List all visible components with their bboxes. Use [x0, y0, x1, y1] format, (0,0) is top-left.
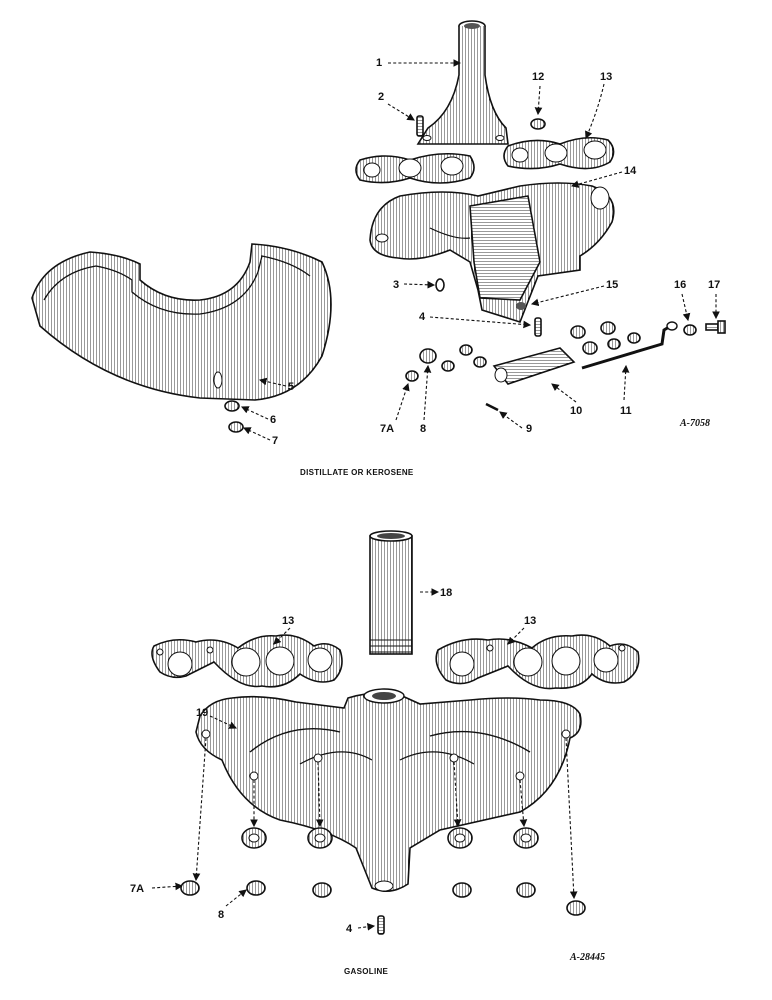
- gasket-left-part: [355, 152, 475, 184]
- heat-shield-part: [31, 243, 332, 401]
- kerosene-leader-lines: [241, 59, 720, 441]
- callout-3: 3: [393, 279, 399, 291]
- callout-15: 15: [606, 279, 618, 291]
- callout-7: 7: [272, 435, 278, 447]
- nut-small-part: [228, 421, 244, 433]
- callout-4-lower: 4: [346, 923, 353, 935]
- nuts-group: [405, 321, 697, 382]
- gasoline-assembly: 18 13 13 19 7A 8 4 A-28445 GASOLINE: [130, 530, 640, 976]
- callout-13: 13: [600, 71, 612, 83]
- callout-13-left: 13: [282, 615, 294, 627]
- pin-part: [485, 402, 499, 412]
- bolt-part: [705, 320, 726, 334]
- callout-16: 16: [674, 279, 686, 291]
- washer-part: [224, 400, 240, 412]
- gasket-right-part: [503, 136, 615, 170]
- drawing-number-bottom: A-28445: [569, 952, 605, 963]
- callout-1: 1: [376, 57, 382, 69]
- callout-12: 12: [532, 71, 544, 83]
- callout-8-lower: 8: [218, 909, 224, 921]
- control-rod-part: [581, 321, 678, 370]
- callout-13-right: 13: [524, 615, 536, 627]
- gasket-right-lower-part: [435, 634, 640, 690]
- callout-9: 9: [526, 423, 532, 435]
- callout-8: 8: [420, 423, 426, 435]
- callout-6: 6: [270, 414, 276, 426]
- kerosene-manifold-part: [369, 182, 615, 323]
- caption-gasoline: GASOLINE: [344, 967, 389, 976]
- callout-5: 5: [288, 381, 294, 393]
- nut-part: [530, 118, 546, 130]
- stud-lower-part: [534, 317, 542, 337]
- riser-pipe-part: [369, 530, 413, 655]
- gasket-left-lower-part: [151, 634, 343, 688]
- gasoline-callouts: 18 13 13 19 7A 8 4: [130, 587, 536, 935]
- callout-19: 19: [196, 707, 208, 719]
- inlet-riser-part: [416, 20, 509, 145]
- stud-part: [416, 115, 424, 137]
- callout-17: 17: [708, 279, 720, 291]
- gasoline-manifold-part: [195, 688, 582, 892]
- callout-14: 14: [624, 165, 637, 177]
- callout-7a: 7A: [380, 423, 394, 435]
- gasoline-leader-lines: [151, 588, 578, 931]
- drawing-number-top: A-7058: [679, 418, 710, 429]
- kerosene-callouts: 1 2 12 13 14 3 15 16 17 4 5 6 7 7A 8 9 1…: [270, 57, 720, 447]
- small-gasket-part: [435, 278, 445, 292]
- callout-11: 11: [620, 405, 632, 417]
- callout-7a-lower: 7A: [130, 883, 144, 895]
- callout-18: 18: [440, 587, 452, 599]
- callout-4: 4: [419, 311, 426, 323]
- heat-plate-part: [492, 347, 576, 385]
- callout-2: 2: [378, 91, 384, 103]
- caption-kerosene: DISTILLATE OR KEROSENE: [300, 468, 414, 477]
- gasoline-nuts-row: [180, 827, 586, 935]
- kerosene-assembly: 1 2 12 13 14 3 15 16 17 4 5 6 7 7A 8 9 1…: [31, 20, 726, 477]
- callout-10: 10: [570, 405, 582, 417]
